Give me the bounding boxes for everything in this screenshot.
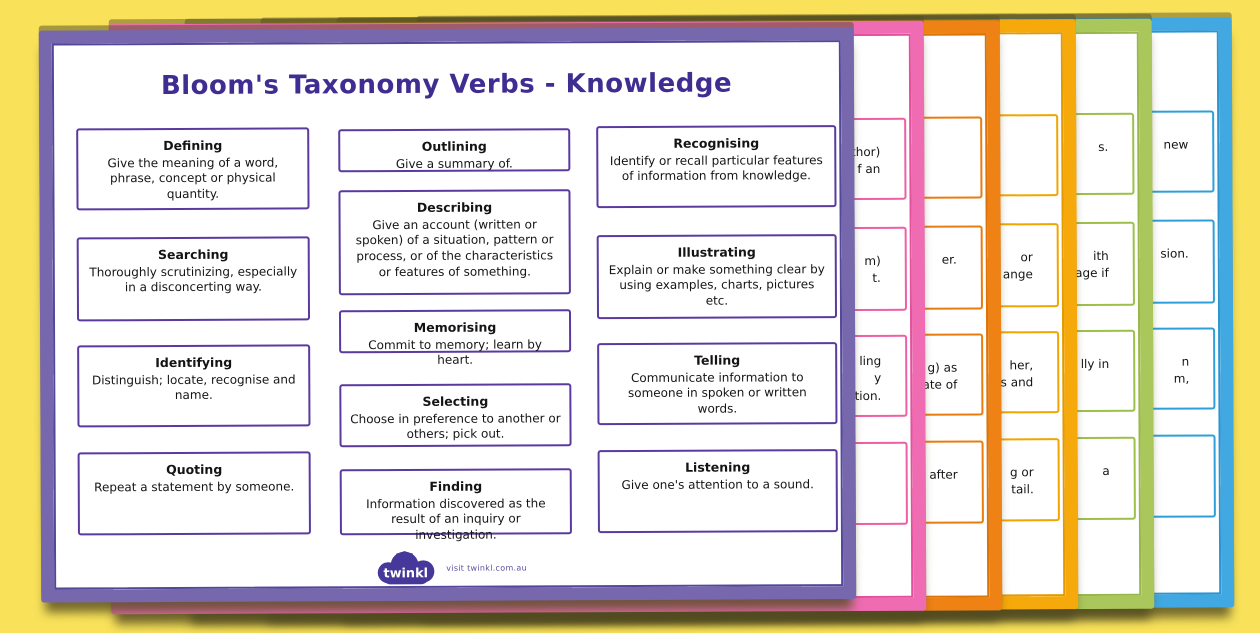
twinkl-cloud-icon: twinkl [377,551,434,585]
verb-definition: Identify or recall particular features o… [609,153,823,184]
logo-caption: visit twinkl.com.au [446,562,527,573]
verb-box-selecting: Selecting Choose in preference to anothe… [339,383,572,448]
verb-definition: Give a summary of. [395,156,513,171]
verb-term: Finding [429,478,483,494]
verb-definition: Information discovered as the result of … [366,496,546,543]
verb-box-outlining: Outlining Give a summary of. [338,128,571,173]
verb-term: Searching [157,246,229,263]
verb-term: Illustrating [677,244,756,260]
verb-term: Memorising [413,319,497,335]
twinkl-brand-text: twinkl [383,566,428,581]
verb-definition: Give one's attention to a sound. [621,477,814,492]
verb-definition: Give the meaning of a word, phrase, conc… [107,155,279,202]
verb-definition: Give an account (written or spoken) of a… [355,217,554,279]
verb-box-identifying: Identifying Distinguish; locate, recogni… [77,344,311,428]
verb-definition: Distinguish; locate, recognise and name. [91,372,296,403]
verb-term: Telling [694,352,741,368]
verb-term: Describing [416,199,493,215]
twinkl-logo: twinkl visit twinkl.com.au [370,545,527,590]
verb-box-finding: Finding Information discovered as the re… [339,468,572,542]
verb-definition: Communicate information to someone in sp… [627,370,807,416]
verb-box-recognising: Recognising Identify or recall particula… [596,125,837,209]
verb-term: Recognising [673,135,760,151]
verb-box-searching: Searching Thoroughly scrutinizing, espec… [76,236,311,322]
verb-definition: Commit to memory; learn by heart. [368,337,543,368]
verb-term: Identifying [155,354,233,371]
front-card-knowledge: Bloom's Taxonomy Verbs - Knowledge Defin… [38,27,857,603]
verb-term: Outlining [421,138,487,154]
verb-term: Quoting [166,461,223,478]
verb-definition: Choose in preference to another or other… [350,411,561,442]
verb-term: Listening [685,459,751,475]
page-title: Bloom's Taxonomy Verbs - Knowledge [160,68,733,102]
verb-definition: Thoroughly scrutinizing, especially in a… [89,264,298,295]
verb-box-listening: Listening Give one's attention to a soun… [597,449,838,534]
verb-term: Selecting [422,393,489,409]
verb-term: Defining [163,137,223,154]
verb-box-describing: Describing Give an account (written or s… [338,189,571,296]
verb-box-telling: Telling Communicate information to someo… [597,342,838,426]
verb-box-defining: Defining Give the meaning of a word, phr… [76,127,310,211]
verb-box-illustrating: Illustrating Explain or make something c… [596,234,838,320]
verb-definition: Explain or make something clear by using… [608,262,825,308]
verb-box-quoting: Quoting Repeat a statement by someone. [77,451,311,536]
verb-box-memorising: Memorising Commit to memory; learn by he… [338,309,572,367]
verb-definition: Repeat a statement by someone. [94,479,295,495]
